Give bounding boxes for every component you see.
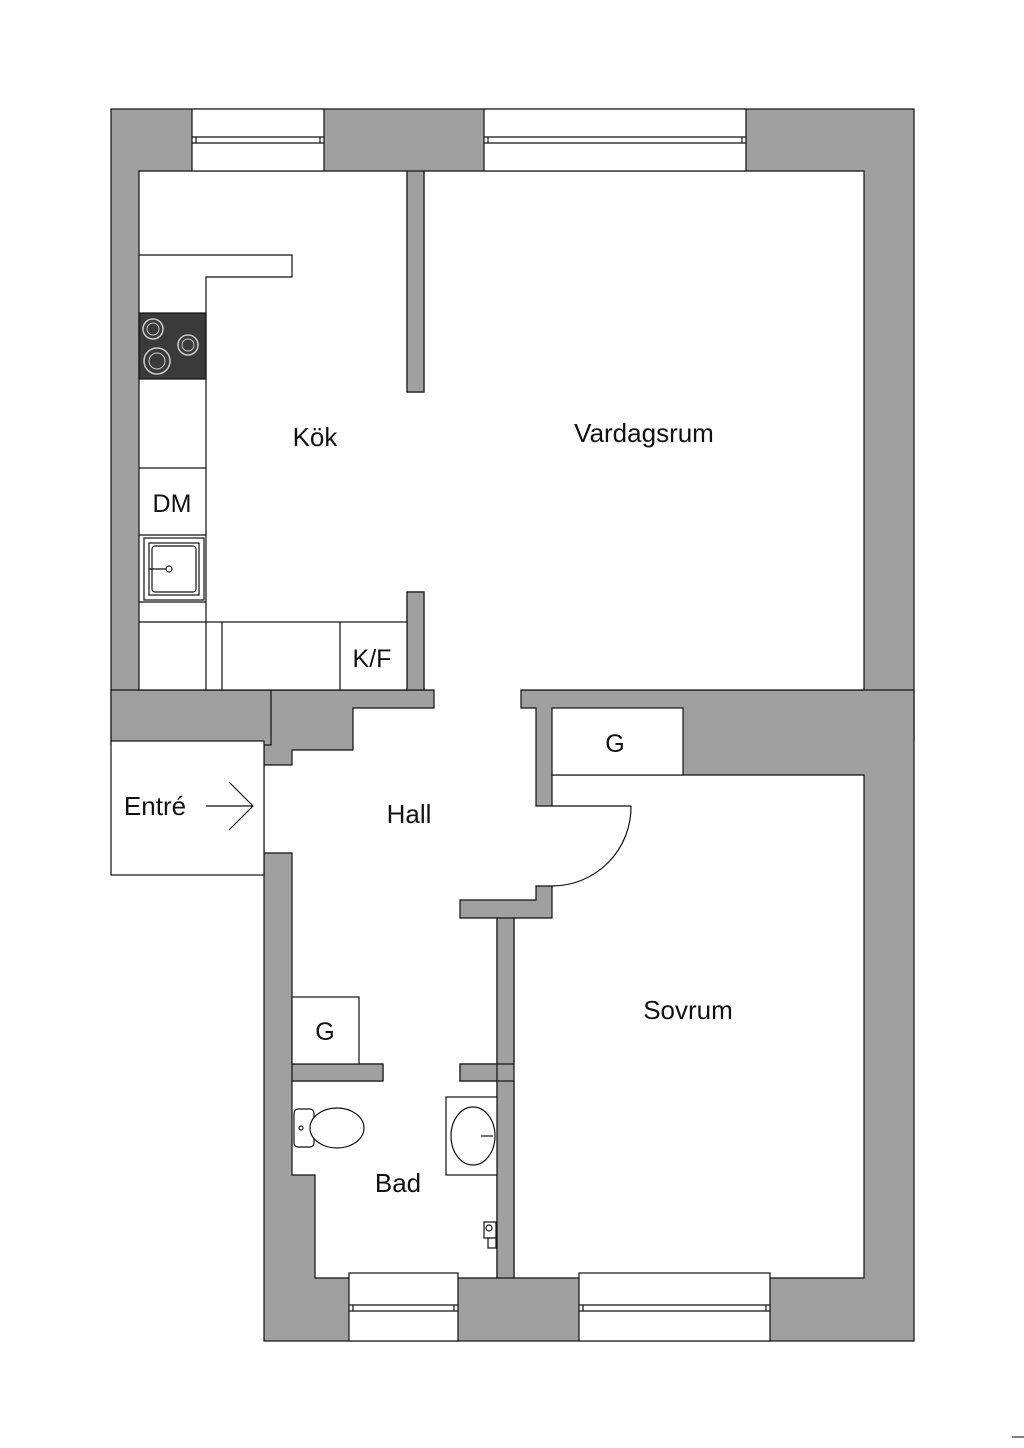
bedroom-door <box>551 805 632 887</box>
room-label-living-room: Vardagsrum <box>574 418 714 448</box>
wardrobe-bath-label: G <box>315 1018 334 1046</box>
window-living-room <box>483 108 747 172</box>
wardrobe-hall <box>551 707 684 776</box>
bathroom-sink <box>445 1096 498 1176</box>
kitchen-sink <box>143 537 205 601</box>
dishwasher-label: DM <box>153 490 192 518</box>
room-label-bedroom: Sovrum <box>643 995 733 1025</box>
stove <box>138 312 207 380</box>
interior-walls <box>291 170 515 1279</box>
window-kitchen <box>191 108 325 172</box>
wardrobe-bath <box>291 996 360 1065</box>
entrance <box>110 740 265 876</box>
window-bedroom <box>578 1272 771 1342</box>
kitchen-counter <box>139 254 408 691</box>
room-label-bathroom: Bad <box>375 1168 421 1198</box>
room-label-kitchen: Kök <box>293 422 339 452</box>
toilet <box>293 1107 365 1149</box>
shower-mixer <box>483 1221 497 1249</box>
windows <box>191 108 771 1342</box>
room-label-hall: Hall <box>387 799 432 829</box>
entrance-label: Entré <box>124 791 186 821</box>
window-bathroom <box>348 1272 459 1342</box>
wardrobe-hall-label: G <box>605 730 624 758</box>
fridge-freezer-label: K/F <box>353 645 392 673</box>
